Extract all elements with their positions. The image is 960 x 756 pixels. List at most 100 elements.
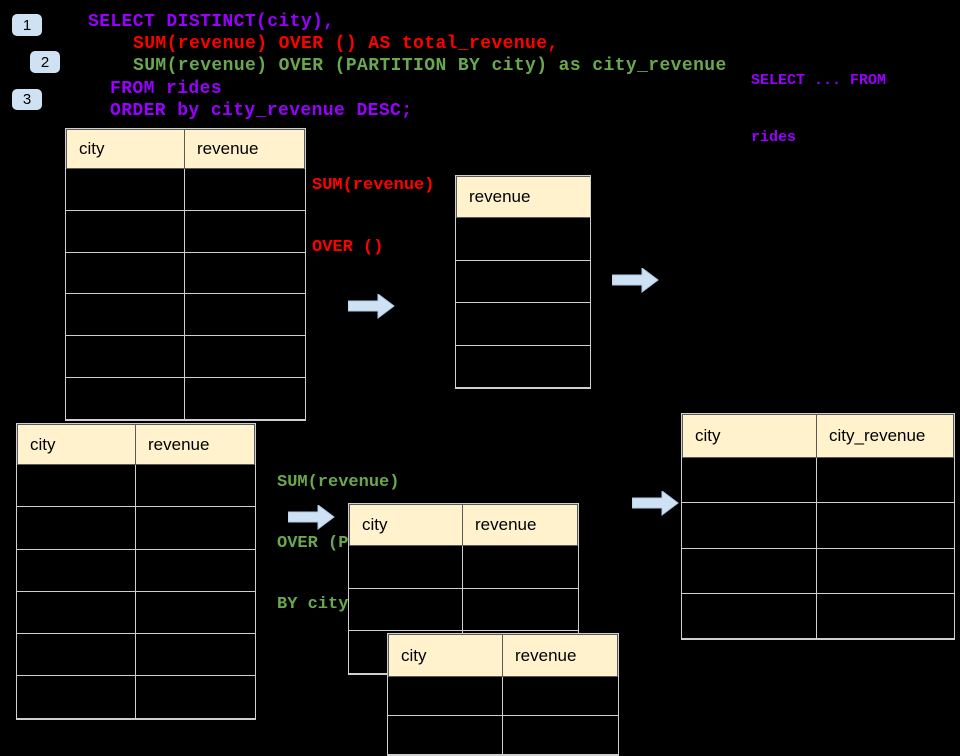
side-note-line2: rides [751, 129, 797, 146]
table-cell [136, 465, 255, 506]
table-rides-top: city revenue [65, 128, 306, 421]
column-header-city: city [388, 634, 503, 677]
table-row [17, 591, 255, 635]
column-header-revenue: revenue [456, 176, 590, 218]
label-total-window-line2: OVER () [312, 238, 384, 257]
table-row [17, 634, 255, 677]
table-row [66, 210, 305, 253]
table-row [682, 503, 954, 549]
column-header-revenue: revenue [463, 504, 578, 546]
table-cell [66, 377, 185, 419]
table-cell [136, 550, 255, 591]
table-rides-bottom: city revenue [16, 423, 256, 720]
column-header-city: city [17, 424, 136, 465]
table-cell [136, 592, 255, 633]
table-cell [17, 591, 136, 634]
table-row [456, 261, 590, 303]
step-badge-1: 1 [12, 14, 42, 36]
table-cell [349, 588, 463, 630]
table-row [682, 458, 954, 504]
table-cell [185, 378, 305, 419]
table-cell [17, 465, 136, 507]
table-cell [17, 507, 136, 549]
column-header-city-revenue: city_revenue [817, 414, 954, 458]
table-cell [66, 252, 185, 294]
table-cell [682, 548, 817, 593]
table-row [682, 548, 954, 594]
table-row [17, 507, 255, 550]
table-partition-overlay: city revenue [387, 633, 619, 756]
table-row [349, 588, 578, 631]
sql-line-order: ORDER by city_revenue DESC; [110, 101, 413, 121]
table-cell [17, 549, 136, 591]
table-cell [185, 169, 305, 210]
label-partition-window-line1: SUM(revenue) [277, 473, 400, 492]
column-header-city: city [349, 504, 463, 546]
table-cell [817, 549, 954, 593]
table-row [456, 218, 590, 261]
step-badge-3: 3 [12, 89, 42, 110]
table-row [66, 294, 305, 337]
table-cell [17, 676, 136, 718]
table-city-revenue-result: city city_revenue [681, 413, 955, 641]
table-cell [463, 546, 578, 588]
column-header-revenue: revenue [136, 424, 255, 465]
table-row [349, 546, 578, 589]
table-header-row: revenue [456, 176, 590, 218]
table-cell [185, 336, 305, 377]
table-cell [185, 294, 305, 335]
table-row [456, 346, 590, 388]
sql-line-total: SUM(revenue) OVER () AS total_revenue, [133, 34, 559, 54]
table-header-row: city revenue [17, 424, 255, 465]
table-cell [66, 210, 185, 252]
table-row [66, 252, 305, 295]
right-arrow-icon [348, 294, 395, 319]
table-cell [136, 634, 255, 675]
table-cell [66, 169, 185, 210]
right-arrow-icon [612, 268, 659, 293]
table-cell [136, 507, 255, 548]
table-row [66, 336, 305, 378]
table-cell [349, 546, 463, 588]
label-total-window-line1: SUM(revenue) [312, 176, 435, 195]
column-header-city: city [682, 414, 817, 458]
column-header-city: city [66, 129, 185, 169]
table-row [388, 716, 618, 755]
right-arrow-icon [632, 491, 679, 516]
side-note-line1: SELECT ... FROM [751, 72, 887, 89]
table-cell [817, 503, 954, 547]
table-row [17, 549, 255, 592]
table-cell [17, 634, 136, 676]
sql-line-partition: SUM(revenue) OVER (PARTITION BY city) as… [133, 56, 727, 76]
table-cell [682, 503, 817, 548]
table-row [388, 677, 618, 716]
table-cell [503, 677, 618, 715]
column-header-revenue: revenue [503, 634, 618, 677]
table-header-row: city revenue [349, 504, 578, 546]
table-row [456, 303, 590, 346]
table-cell [136, 676, 255, 717]
label-partition-window-line3: BY city) [277, 595, 359, 614]
table-row [66, 169, 305, 211]
table-row [66, 377, 305, 420]
table-cell [388, 677, 503, 715]
side-note: SELECT ... FROM rides [751, 33, 886, 166]
table-cell [66, 294, 185, 336]
table-cell [463, 589, 578, 631]
column-header-revenue: revenue [185, 129, 305, 169]
table-header-row: city revenue [66, 129, 305, 169]
step-badge-2: 2 [30, 51, 60, 73]
sql-line-select: SELECT DISTINCT(city), [88, 12, 335, 32]
label-total-window: SUM(revenue) OVER () [312, 136, 434, 279]
table-cell [185, 253, 305, 294]
sql-line-from: FROM rides [110, 79, 223, 99]
table-cell [503, 716, 618, 754]
table-row [17, 465, 255, 508]
table-cell [817, 458, 954, 502]
right-arrow-icon [288, 505, 335, 530]
table-row [682, 593, 954, 640]
table-row [17, 676, 255, 719]
table-cell [185, 211, 305, 252]
table-total-revenue: revenue [455, 175, 591, 389]
table-header-row: city city_revenue [682, 414, 954, 458]
